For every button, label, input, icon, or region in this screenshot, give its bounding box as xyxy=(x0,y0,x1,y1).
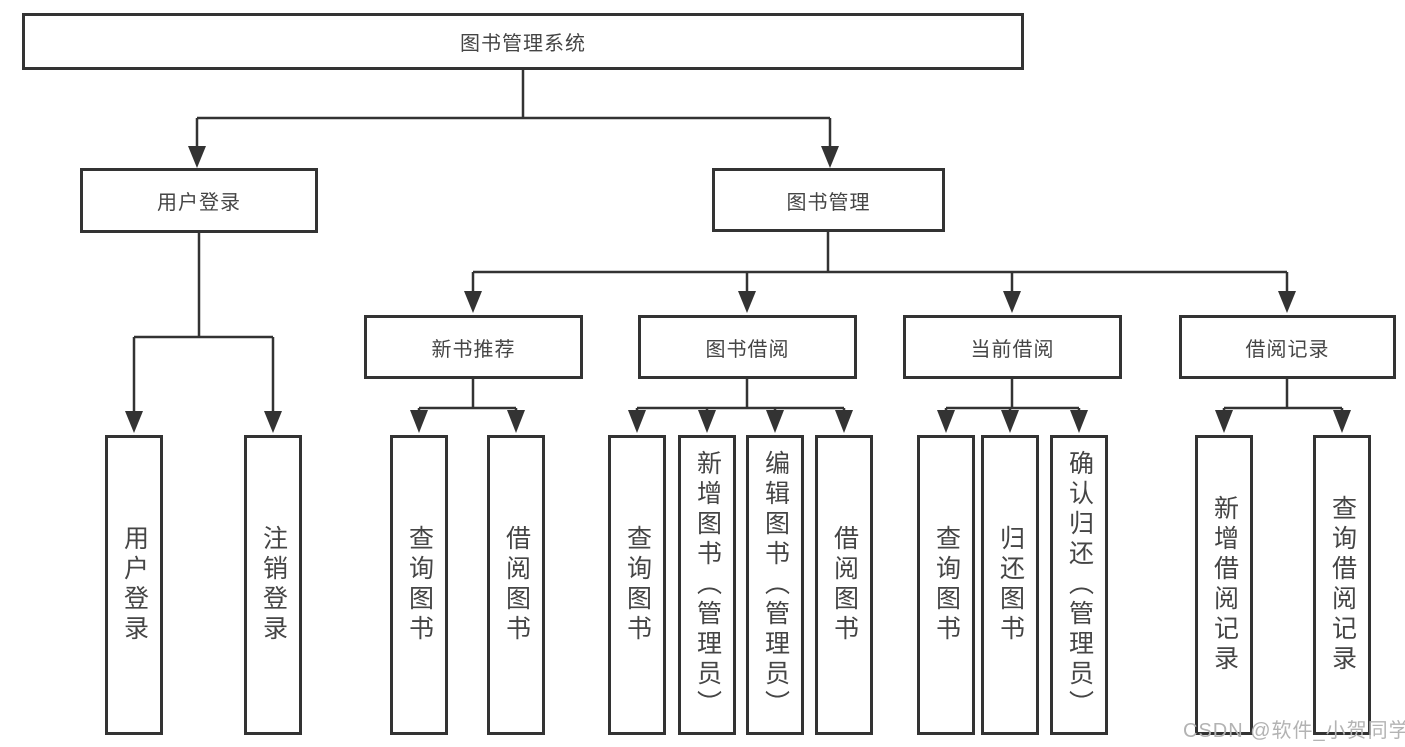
arrowhead-icon xyxy=(766,410,784,433)
watermark: CSDN @软件_小贺同学 xyxy=(1183,720,1405,742)
arrowhead-icon xyxy=(937,410,955,433)
arrowhead-icon xyxy=(698,410,716,433)
node-current-borrowing: 当前借阅 xyxy=(903,315,1122,379)
connector-user-login-children xyxy=(125,233,282,433)
arrowhead-icon xyxy=(125,411,143,433)
arrowhead-icon xyxy=(821,146,839,168)
node-book-borrowing: 图书借阅 xyxy=(638,315,857,379)
connector-current-borrow-children xyxy=(937,379,1088,433)
arrowhead-icon xyxy=(1333,410,1351,433)
node-user-login: 用户登录 xyxy=(80,168,318,233)
connector-book-management-children xyxy=(464,232,1296,313)
node-leaf-add-books-admin: 新增图书（管理员） xyxy=(678,435,736,735)
node-leaf-query-books-borrow: 查询图书 xyxy=(608,435,666,735)
node-leaf-borrow-books: 借阅图书 xyxy=(815,435,873,735)
node-leaf-edit-books-admin: 编辑图书（管理员） xyxy=(746,435,804,735)
arrowhead-icon xyxy=(1070,410,1088,433)
node-leaf-borrow-books-rec: 借阅图书 xyxy=(487,435,545,735)
arrowhead-icon xyxy=(507,410,525,433)
connector-book-borrow-children xyxy=(628,379,853,433)
arrowhead-icon xyxy=(1215,410,1233,433)
node-leaf-query-books-current: 查询图书 xyxy=(917,435,975,735)
node-leaf-confirm-return-admin: 确认归还（管理员） xyxy=(1050,435,1108,735)
node-book-management: 图书管理 xyxy=(712,168,945,232)
arrowhead-icon xyxy=(1003,291,1021,313)
arrowhead-icon xyxy=(1278,291,1296,313)
arrowhead-icon xyxy=(738,291,756,313)
connector-root-to-level2 xyxy=(188,70,839,168)
arrowhead-icon xyxy=(188,146,206,168)
node-leaf-user-login: 用户登录 xyxy=(105,435,163,735)
arrowhead-icon xyxy=(628,410,646,433)
arrowhead-icon xyxy=(1001,410,1019,433)
arrowhead-icon xyxy=(264,411,282,433)
connector-borrow-records-children xyxy=(1215,379,1351,433)
node-leaf-add-borrow-record: 新增借阅记录 xyxy=(1195,435,1253,735)
node-borrowing-records: 借阅记录 xyxy=(1179,315,1396,379)
node-leaf-query-borrow-record: 查询借阅记录 xyxy=(1313,435,1371,735)
arrowhead-icon xyxy=(410,410,428,433)
node-new-book-recommendation: 新书推荐 xyxy=(364,315,583,379)
arrowhead-icon xyxy=(464,291,482,313)
node-leaf-logout: 注销登录 xyxy=(244,435,302,735)
node-leaf-return-books: 归还图书 xyxy=(981,435,1039,735)
arrowhead-icon xyxy=(835,410,853,433)
node-leaf-query-books-rec: 查询图书 xyxy=(390,435,448,735)
node-library-management-system: 图书管理系统 xyxy=(22,13,1024,70)
connector-new-book-rec-children xyxy=(410,379,525,433)
